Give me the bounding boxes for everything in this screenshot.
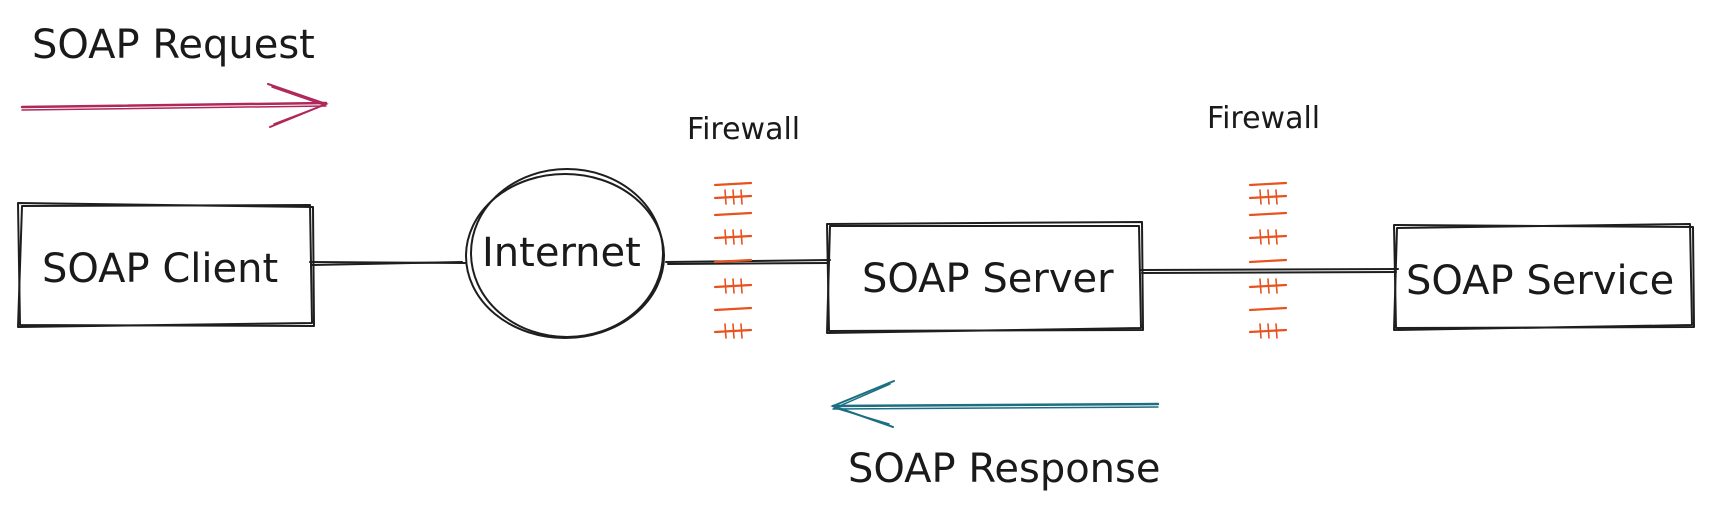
firewall-tick	[732, 323, 735, 339]
firewall-tick	[1275, 189, 1278, 205]
firewall-tick	[1267, 323, 1270, 339]
firewall-tick	[724, 278, 727, 294]
soap-request-label: SOAP Request	[32, 22, 315, 68]
firewall-tick	[1275, 229, 1278, 245]
firewall-dash	[1248, 211, 1288, 217]
firewall-dash	[1248, 306, 1288, 312]
firewall-tick	[1259, 323, 1262, 339]
firewall-dash	[713, 306, 753, 312]
internet-cloud: Internet	[465, 168, 665, 339]
firewall-tick	[724, 229, 727, 245]
firewall-tick	[740, 229, 743, 245]
firewall-tick	[1259, 229, 1262, 245]
firewall-left	[713, 181, 753, 339]
firewall-tick	[1259, 278, 1262, 294]
connector-server-service	[1139, 268, 1399, 274]
soap-client-box: SOAP Client	[17, 202, 315, 328]
firewall-dash	[713, 258, 753, 264]
firewall-tick	[1275, 323, 1278, 339]
firewall-tick	[740, 189, 743, 205]
firewall-tick	[740, 323, 743, 339]
soap-server-label: SOAP Server	[862, 256, 1114, 302]
firewall-dash	[713, 211, 753, 217]
firewall-tick	[732, 278, 735, 294]
firewall-tick	[732, 229, 735, 245]
response-arrow	[830, 380, 1160, 428]
soap-response-label: SOAP Response	[848, 446, 1160, 492]
firewall-tick	[1267, 189, 1270, 205]
firewall-tick	[724, 189, 727, 205]
soap-client-label: SOAP Client	[42, 246, 278, 292]
firewall-dash	[713, 181, 753, 187]
firewall-dash	[1248, 258, 1288, 264]
firewall-right	[1248, 181, 1288, 339]
firewall-tick	[740, 278, 743, 294]
firewall-tick	[1267, 278, 1270, 294]
firewall-left-label: Firewall	[687, 112, 800, 147]
firewall-tick	[1267, 229, 1270, 245]
soap-service-box: SOAP Service	[1393, 223, 1695, 331]
soap-service-label: SOAP Service	[1406, 258, 1674, 304]
firewall-tick	[1259, 189, 1262, 205]
firewall-dash	[1248, 181, 1288, 187]
internet-label: Internet	[482, 230, 641, 276]
firewall-tick	[724, 323, 727, 339]
connector-client-internet	[309, 261, 466, 266]
firewall-right-label: Firewall	[1207, 101, 1320, 136]
firewall-tick	[1275, 278, 1278, 294]
firewall-tick	[732, 189, 735, 205]
request-arrow	[20, 83, 329, 128]
soap-server-box: SOAP Server	[826, 221, 1144, 334]
